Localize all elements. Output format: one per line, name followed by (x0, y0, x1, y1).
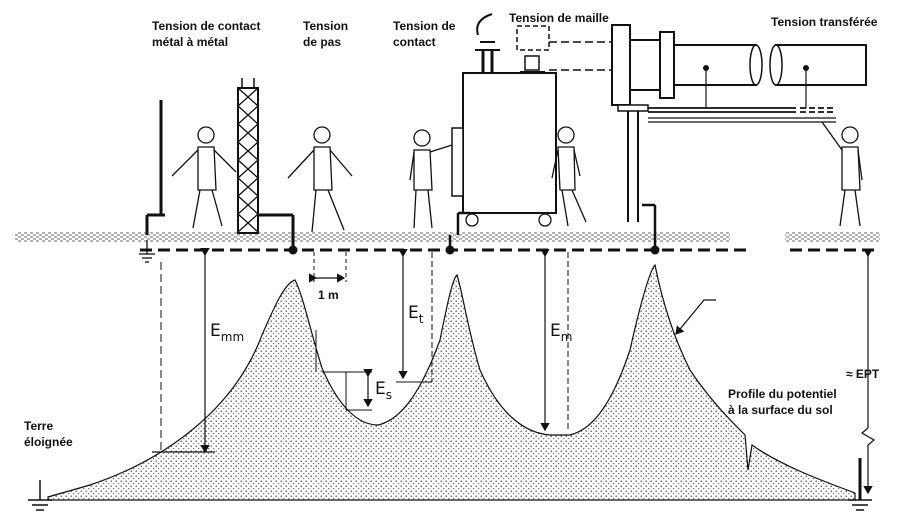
label-touch-line2: contact (393, 35, 436, 49)
profile-pointer (675, 299, 716, 335)
label-metal-contact-line2: métal à métal (152, 35, 228, 49)
person-mesh (551, 126, 587, 227)
person-step (287, 126, 353, 233)
person-transferred (821, 121, 863, 227)
label-remote-earth-line1: Terre (24, 419, 53, 433)
person-touch-contact (409, 129, 453, 229)
lattice-tower (237, 78, 295, 250)
label-remote-earth-line2: éloignée (24, 435, 73, 449)
pipe-flange-assembly (611, 24, 867, 250)
ground-surface-left (15, 232, 140, 242)
transfer-wires (648, 65, 836, 123)
label-one-meter: 1 m (318, 288, 339, 302)
symbol-emm: Emm (210, 321, 244, 344)
label-touch-line1: Tension de (393, 19, 456, 33)
label-step-line1: Tension (303, 19, 348, 33)
label-ept: ≈ EPT (846, 367, 880, 381)
label-metal-contact-line1: Tension de contact (152, 19, 260, 33)
ground-surface-middle (140, 232, 730, 242)
label-transferred: Tension transférée (771, 15, 878, 29)
ground-surface-right (785, 232, 880, 242)
symbol-es: Es (375, 379, 392, 402)
person-metal-contact (171, 126, 237, 229)
label-step-line2: de pas (303, 35, 341, 49)
potential-profile-curve (47, 263, 856, 501)
symbol-et: Et (408, 303, 424, 326)
label-profile-line2: à la surface du sol (728, 403, 833, 417)
transformer (448, 13, 557, 250)
ground-symbol-left-grid (139, 240, 155, 263)
metal-pole (145, 100, 165, 235)
mesh-dashed-box (516, 25, 550, 51)
remote-earth-symbol (28, 480, 52, 511)
label-mesh: Tension de maille (509, 11, 609, 25)
label-profile-line1: Profile du potentiel (728, 387, 837, 401)
symbol-em: Em (550, 321, 572, 344)
ept-earth-symbol (848, 458, 872, 511)
